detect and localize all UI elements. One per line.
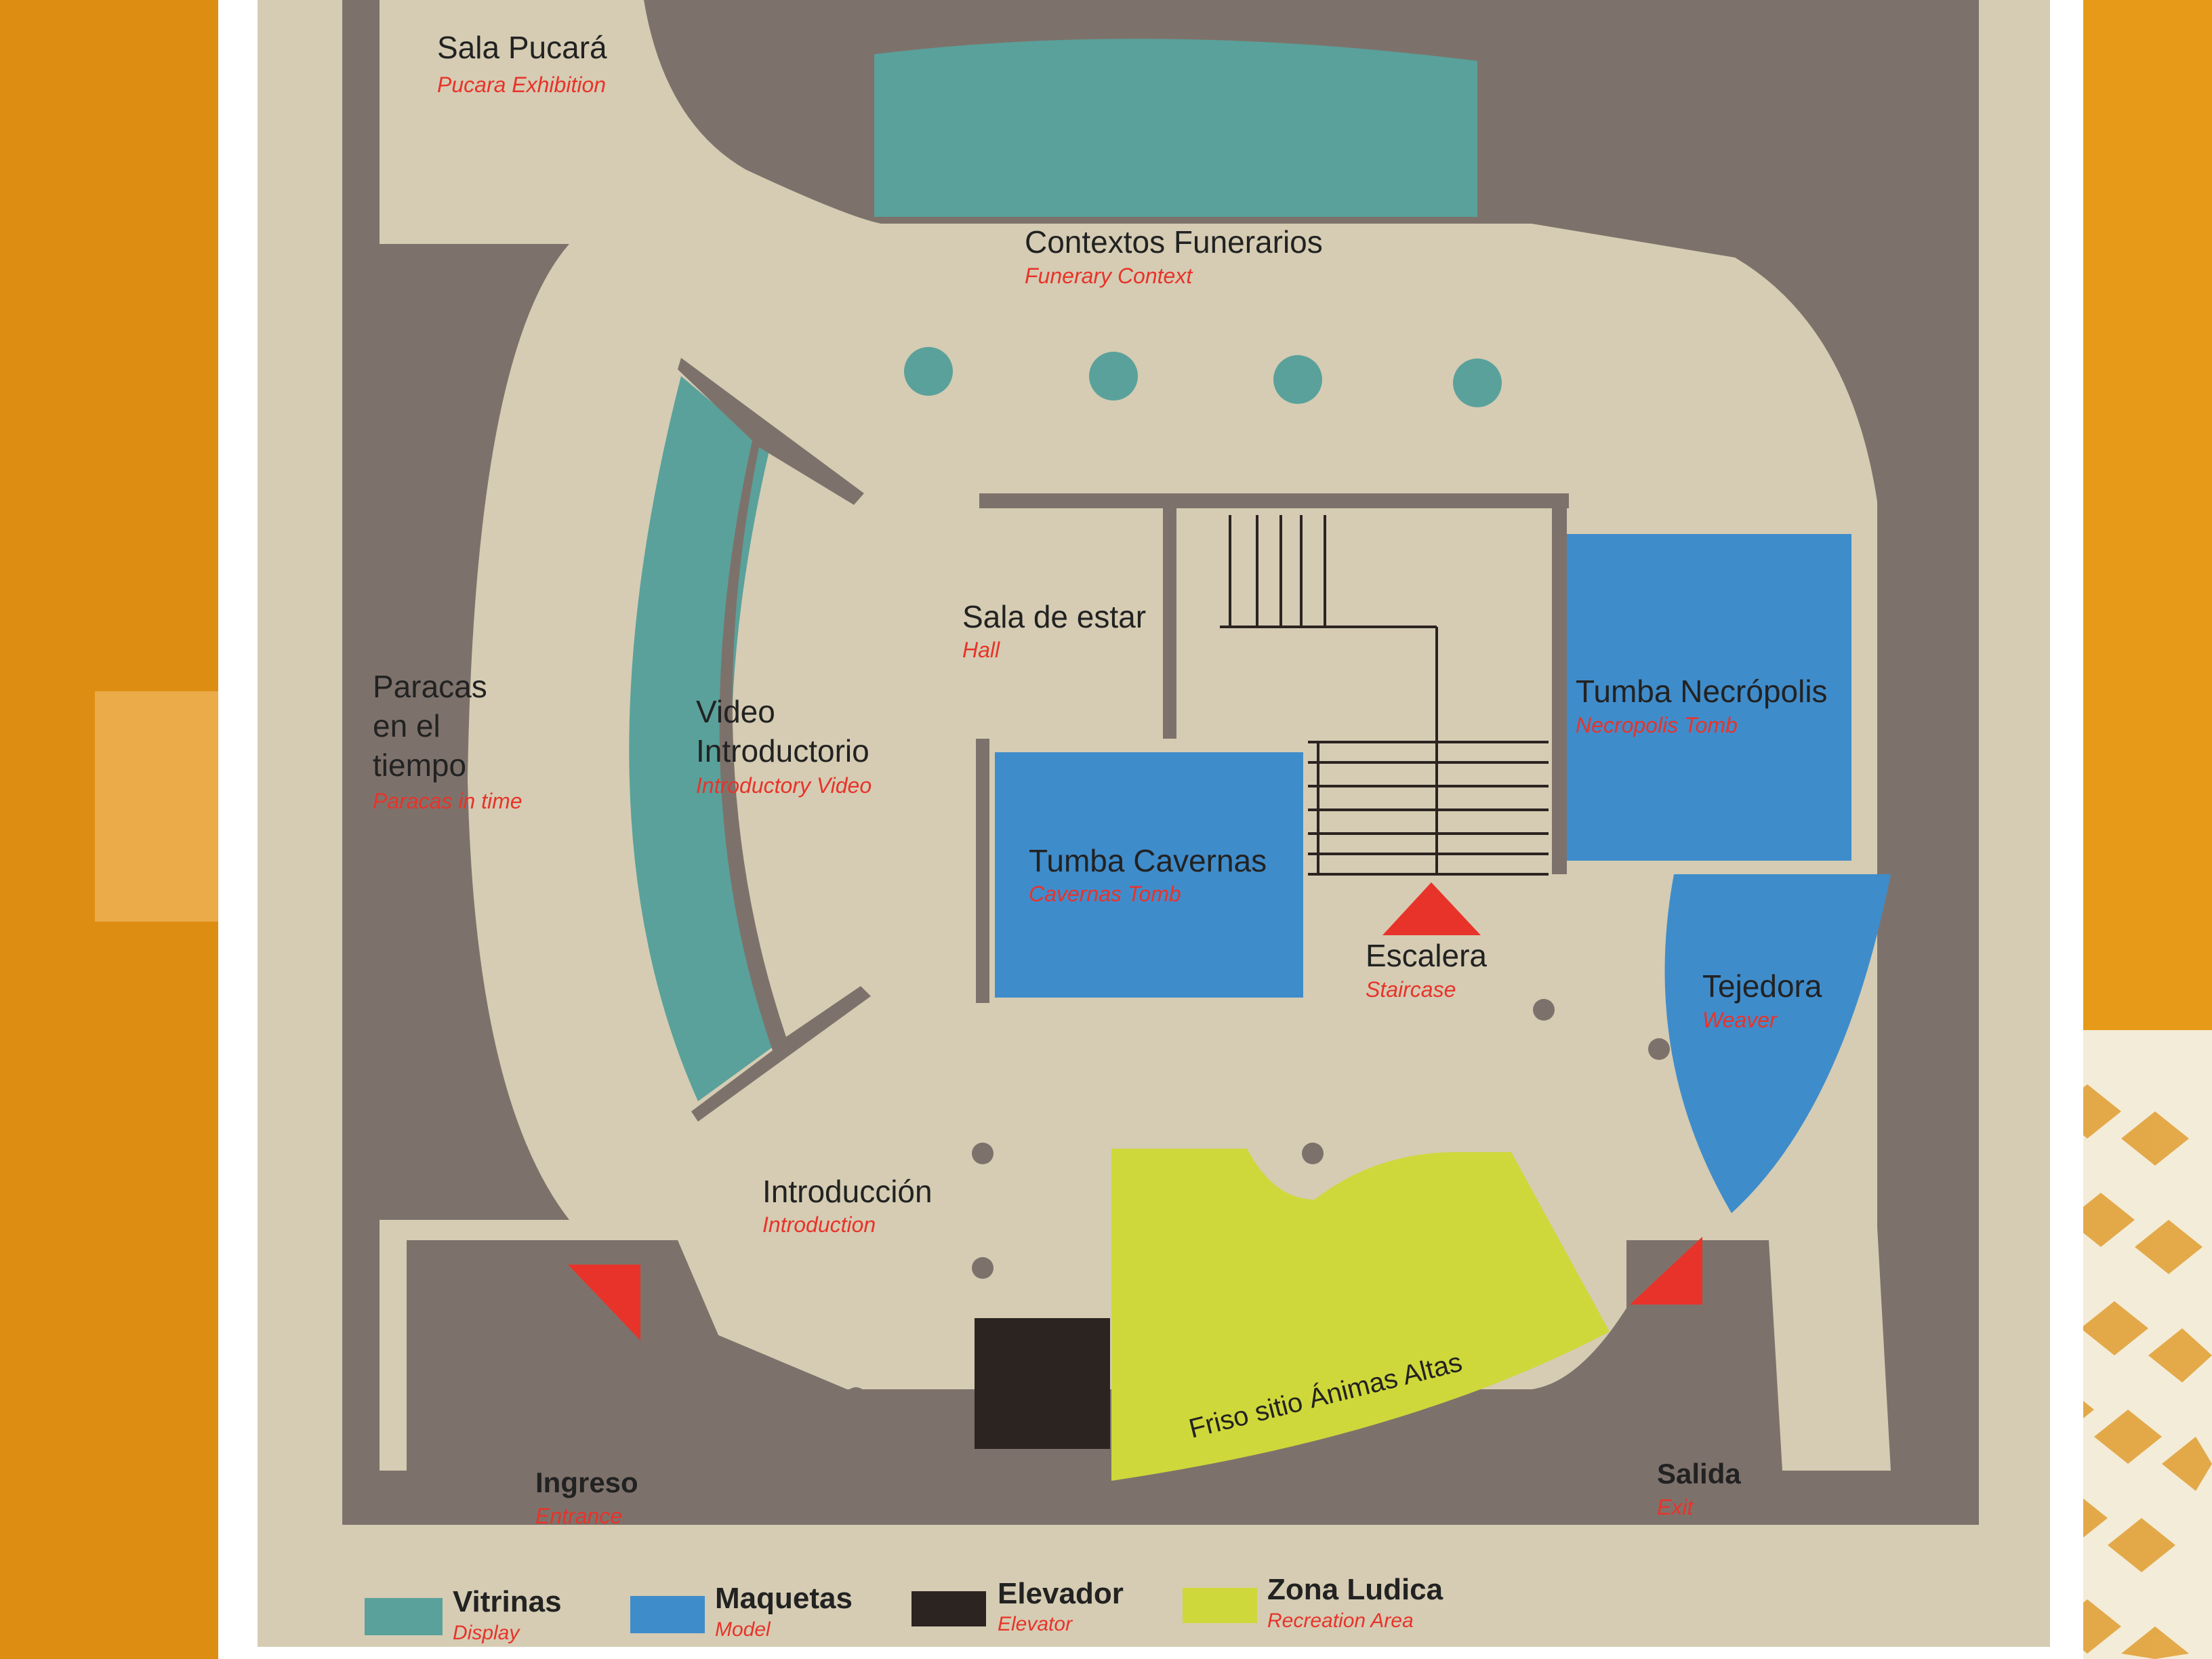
video-label-line1: Video [696, 694, 775, 729]
salida-sublabel: Exit [1657, 1495, 1694, 1519]
legend-sublabel-model: Model [715, 1618, 771, 1641]
pillar [1273, 355, 1322, 404]
staircase [1220, 515, 1549, 876]
cavernas-tomb-model [995, 752, 1303, 998]
paracas-label-line2: en el [373, 708, 441, 743]
staircase-marker [1382, 882, 1481, 935]
paracas-sublabel: Paracas in time [373, 789, 523, 813]
pillar [1453, 359, 1502, 407]
west-curved-wall [380, 244, 569, 1220]
tumba-necropolis-sublabel: Necropolis Tomb [1576, 713, 1738, 737]
entrance-marker [568, 1265, 640, 1340]
contextos-funerarios-sublabel: Funerary Context [1025, 264, 1193, 288]
legend-label-display: Vitrinas [453, 1585, 562, 1618]
ingreso-sublabel: Entrance [535, 1504, 623, 1528]
tejedora-label: Tejedora [1702, 968, 1822, 1004]
legend-sublabel-elevator: Elevator [998, 1613, 1073, 1635]
sala-estar-label: Sala de estar [962, 599, 1147, 634]
legend-sublabel-display: Display [453, 1622, 520, 1644]
exit-marker [1630, 1237, 1702, 1305]
sala-pucara-sublabel: Pucara Exhibition [437, 73, 607, 97]
funerary-display-case [874, 39, 1477, 217]
escalera-label: Escalera [1366, 938, 1487, 973]
legend-label-recreation: Zona Ludica [1267, 1573, 1443, 1606]
salida-label: Salida [1657, 1458, 1741, 1490]
legend-label-model: Maquetas [715, 1582, 853, 1615]
contextos-funerarios-label: Contextos Funerarios [1025, 224, 1323, 260]
pillar [904, 347, 953, 396]
weaver-model [1664, 874, 1891, 1213]
stair-block-wall-left [1163, 508, 1176, 739]
stair-block-wall [979, 493, 1569, 508]
legend-sublabel-recreation: Recreation Area [1267, 1610, 1414, 1632]
tumba-cavernas-label: Tumba Cavernas [1029, 843, 1267, 878]
legend-swatch-elevator [912, 1591, 986, 1626]
tejedora-sublabel: Weaver [1702, 1008, 1777, 1032]
introduccion-label: Introducción [762, 1174, 933, 1209]
necropolis-tomb-model [1567, 534, 1851, 861]
pillars-row [904, 347, 1502, 407]
elevator [975, 1318, 1110, 1449]
stair-block-wall-right [1552, 508, 1567, 874]
paracas-label-line1: Paracas [373, 669, 487, 704]
tumba-cavernas-sublabel: Cavernas Tomb [1029, 882, 1181, 906]
legend-swatch-display [365, 1598, 443, 1635]
north-east-wall [1491, 217, 1979, 501]
paracas-label-line3: tiempo [373, 747, 467, 783]
introduccion-sublabel: Introduction [762, 1212, 876, 1237]
video-sublabel: Introductory Video [696, 773, 872, 798]
pillar [1089, 352, 1138, 401]
video-label-line2: Introductorio [696, 733, 869, 769]
sala-pucara-label: Sala Pucará [437, 30, 607, 65]
recreation-area [1111, 1149, 1610, 1481]
legend-swatch-recreation [1183, 1588, 1257, 1623]
legend-label-elevator: Elevador [998, 1577, 1124, 1610]
pucara-room-floor [380, 0, 881, 224]
tumba-necropolis-label: Tumba Necrópolis [1576, 674, 1828, 709]
hall-wall-west [976, 739, 989, 1003]
sala-estar-sublabel: Hall [962, 638, 1000, 662]
ingreso-label: Ingreso [535, 1467, 638, 1498]
legend-swatch-model [630, 1596, 705, 1633]
escalera-sublabel: Staircase [1366, 977, 1456, 1002]
